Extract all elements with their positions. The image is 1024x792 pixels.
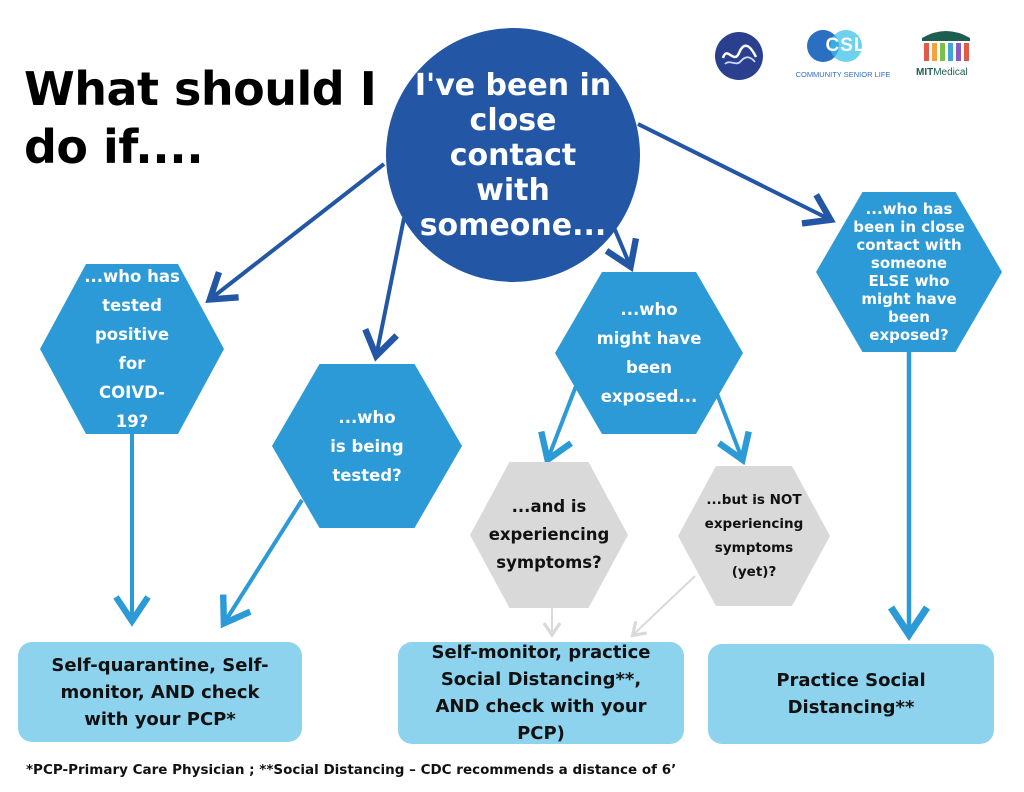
mit-rest: Medical — [933, 67, 968, 78]
outcome-social-distancing: Practice Social Distancing** — [708, 644, 994, 744]
arrow-to-positive — [205, 162, 386, 303]
arrow-to-tested — [362, 217, 406, 362]
csl-letters: CSL — [825, 35, 867, 56]
arrow-to-else — [637, 122, 836, 227]
page-title: What should I do if.... — [24, 62, 377, 174]
mit-medical-wordmark: MITMedical — [916, 67, 968, 78]
arrow-no-symptoms-to-monitor — [630, 575, 696, 638]
mit-bold: MIT — [916, 67, 934, 78]
outcome-self-quarantine: Self-quarantine, Self-monitor, AND check… — [18, 642, 302, 742]
hex-tested-positive: ...who has tested positive for COIVD-19? — [40, 264, 224, 434]
arrow-exposed-to-no-symptoms — [712, 385, 752, 466]
center-question: I've been in close contact with someone.… — [386, 28, 640, 282]
arrow-tested-to-quarantine — [219, 498, 304, 629]
logo-csl: CSL COMMUNITY SENIOR LIFE — [788, 28, 898, 84]
arrow-exposed-to-symptoms — [538, 385, 578, 466]
logo-mit-medical: MITMedical — [916, 26, 980, 82]
csl-caption: COMMUNITY SENIOR LIFE — [795, 70, 891, 79]
footnote: *PCP-Primary Care Physician ; **Social D… — [26, 762, 677, 778]
logo-cwsl — [714, 31, 764, 81]
outcome-self-monitor: Self-monitor, practice Social Distancing… — [398, 642, 684, 744]
